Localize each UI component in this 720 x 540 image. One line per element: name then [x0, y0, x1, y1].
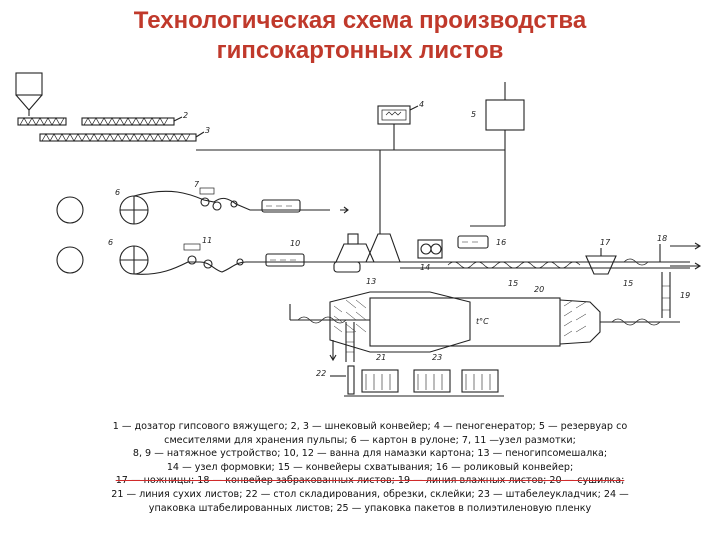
foam-generator: 4 — [377, 100, 424, 150]
label-3: 3 — [205, 126, 210, 135]
label-4: 4 — [419, 100, 424, 109]
legend-line-7: упаковка штабелированных листов; 25 — уп… — [148, 502, 592, 514]
dryer: 20 t°C — [329, 285, 601, 353]
label-2: 2 — [183, 111, 188, 120]
process-scheme-diagram: 2 3 4 5 6 — [15, 72, 702, 397]
label-23: 23 — [432, 353, 442, 362]
feed-pipes — [196, 149, 506, 234]
legend-line-3: 8, 9 — натяжное устройство; 10, 12 — ван… — [132, 448, 608, 460]
cutter: 17 — [585, 238, 649, 275]
label-15b: 15 — [623, 279, 633, 288]
label-16: 16 — [496, 238, 506, 247]
label-21: 21 — [376, 353, 386, 362]
label-22: 22 — [316, 369, 326, 378]
screw-conveyor-short — [17, 117, 67, 126]
label-11: 11 — [202, 236, 212, 245]
label-10: 10 — [290, 239, 300, 248]
legend: 1 — дозатор гипсового вяжущего; 2, 3 — ш… — [40, 420, 700, 515]
reject-conveyor: 18 19 — [600, 234, 702, 326]
label-18: 18 — [657, 234, 667, 243]
main-product-conveyor: 15 15 16 — [330, 238, 690, 288]
label-6-upper: 6 — [115, 188, 120, 197]
label-19: 19 — [680, 291, 690, 300]
legend-line-4: 14 — узел формовки; 15 — конвейеры схват… — [166, 461, 574, 473]
label-13: 13 — [366, 277, 376, 286]
screw-conveyor-2: 2 — [81, 111, 188, 126]
foam-gypsum-mixer: 13 — [333, 233, 401, 286]
lower-paper-line: 6 11 10 — [56, 236, 330, 275]
legend-line-1: 1 — дозатор гипсового вяжущего; 2, 3 — ш… — [112, 421, 628, 432]
label-7: 7 — [194, 180, 200, 189]
legend-line-2: смесителями для хранения пульпы; 6 — кар… — [164, 434, 576, 446]
dryer-temperature: t°C — [476, 317, 489, 326]
forming-unit: 14 — [417, 235, 489, 272]
title-line-1: Технологическая схема производства — [133, 7, 587, 34]
label-6-lower: 6 — [108, 238, 113, 247]
stacking-area: 21 22 23 — [316, 353, 504, 397]
dry-sheets-line — [289, 304, 370, 362]
legend-line-5: 17 — ножницы; 18 — конвейер забракованны… — [115, 475, 625, 487]
dosing-hopper — [15, 72, 43, 116]
slurry-tank: 5 — [471, 82, 525, 160]
label-17: 17 — [600, 238, 611, 247]
label-5: 5 — [471, 110, 476, 119]
upper-paper-line: 6 7 — [56, 180, 349, 225]
screw-conveyor-long: 3 — [39, 126, 210, 142]
title-line-2: гипсокартонных листов — [216, 37, 504, 64]
label-15a: 15 — [508, 279, 518, 288]
page-title: Технологическая схема производства гипсо… — [0, 6, 720, 66]
legend-line-6: 21 — линия сухих листов; 22 — стол склад… — [111, 488, 629, 500]
label-20: 20 — [534, 285, 544, 294]
